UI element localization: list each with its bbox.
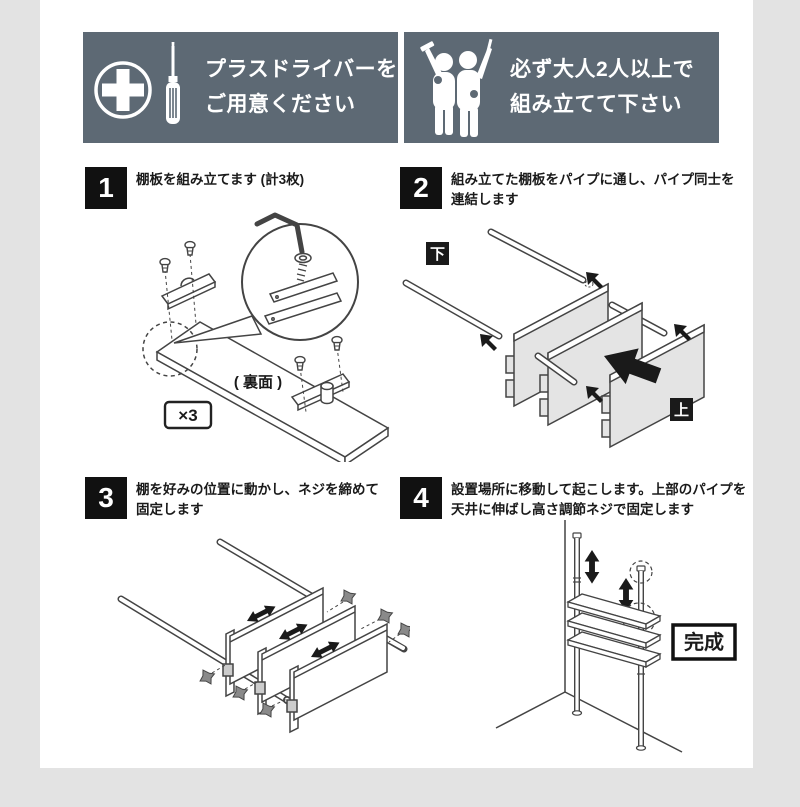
phillips-screwdriver-icon: [94, 41, 180, 124]
shelf-panels: [222, 586, 388, 734]
step1-line1: 棚板を組み立てます (計3枚): [136, 172, 305, 187]
upper-label-box: [670, 398, 693, 421]
step2-text: 組み立てた棚板をパイプに通し、パイプ同士を 連結します: [451, 167, 756, 211]
hex-key-icon: [254, 212, 312, 264]
step1-text: 棚板を組み立てます (計3枚): [136, 167, 441, 190]
detail-dashed-circle: [629, 560, 653, 584]
shelf-panels: [505, 282, 705, 449]
step3-line2: 固定します: [136, 502, 204, 518]
step2-illustration: 下 上: [402, 228, 705, 449]
two-adults-icon: [420, 38, 493, 137]
pipe-bottom: [534, 352, 578, 386]
quantity-label: ×3: [178, 406, 197, 425]
wall-corner: [495, 520, 683, 753]
shelves: [566, 593, 662, 669]
height-adjust-arrow: [584, 550, 600, 584]
big-arrow-icon: [604, 348, 662, 385]
shelf-rail-left: [160, 273, 217, 311]
banner-line: 必ず大人2人以上で: [510, 58, 695, 82]
step2-number: 2: [400, 167, 442, 209]
insert-arrow: [586, 272, 603, 289]
instruction-sheet: プラスドライバーを ご用意ください: [40, 0, 753, 768]
banner-line: プラスドライバーを: [205, 58, 398, 82]
shelf-board: [155, 321, 390, 462]
step4-number: 4: [400, 477, 442, 519]
banner-two-adults-text: 必ず大人2人以上で 組み立てて下さい: [510, 53, 694, 121]
banner-two-adults-notice: 必ず大人2人以上で 組み立てて下さい: [404, 32, 719, 143]
step1-illustration: ( 裏面 ) ×3: [142, 212, 390, 462]
magnifier-callout: [173, 212, 359, 344]
screwdriver-glyph: [166, 41, 180, 124]
step3-header: 3 棚を好みの位置に動かし、ネジを締めて 固定します: [85, 477, 441, 521]
step4-line2: 天井に伸ばし高さ調節ネジで固定します: [451, 502, 694, 518]
back-face-label: ( 裏面 ): [234, 373, 282, 391]
step3-number: 3: [85, 477, 127, 519]
wing-screw-leads: [211, 601, 401, 707]
step3-line1: 棚を好みの位置に動かし、ネジを締めて: [136, 482, 379, 497]
quantity-box: [163, 400, 213, 430]
step2-header: 2 組み立てた棚板をパイプに通し、パイプ同士を 連結します: [400, 167, 756, 211]
pipe-holder-cylinder: [320, 381, 334, 405]
step4-illustration: 完成: [495, 520, 737, 753]
complete-label-box: [671, 623, 737, 661]
lower-label-box: [426, 242, 449, 265]
banner-line: ご用意ください: [205, 92, 356, 116]
pipe-upper: [216, 538, 408, 653]
notice-banners: プラスドライバーを ご用意ください: [83, 32, 719, 143]
step2-line1: 組み立てた棚板をパイプに通し、パイプ同士を: [451, 172, 735, 187]
step2-line2: 連結します: [451, 192, 519, 208]
banner-line: 組み立てて下さい: [510, 92, 682, 116]
lower-label: 下: [430, 246, 445, 263]
step1-number: 1: [85, 167, 127, 209]
step1-header: 1 棚板を組み立てます (計3枚): [85, 167, 441, 209]
step3-text: 棚を好みの位置に動かし、ネジを締めて 固定します: [136, 477, 441, 521]
upper-label: 上: [674, 402, 689, 419]
pipe-lower: [402, 279, 503, 340]
complete-label: 完成: [684, 630, 724, 654]
highlight-dashed-circle: [142, 321, 198, 377]
banner-screwdriver-notice: プラスドライバーを ご用意ください: [83, 32, 398, 143]
banner-screwdriver-text: プラスドライバーを ご用意ください: [205, 53, 398, 121]
step4-line1: 設置場所に移動して起こします。上部のパイプを: [451, 482, 747, 497]
step4-header: 4 設置場所に移動して起こします。上部のパイプを 天井に伸ばし高さ調節ネジで固定…: [400, 477, 756, 521]
step3-illustration: [117, 538, 410, 734]
pipe-upper: [487, 228, 594, 288]
step4-text: 設置場所に移動して起こします。上部のパイプを 天井に伸ばし高さ調節ネジで固定しま…: [451, 477, 756, 521]
